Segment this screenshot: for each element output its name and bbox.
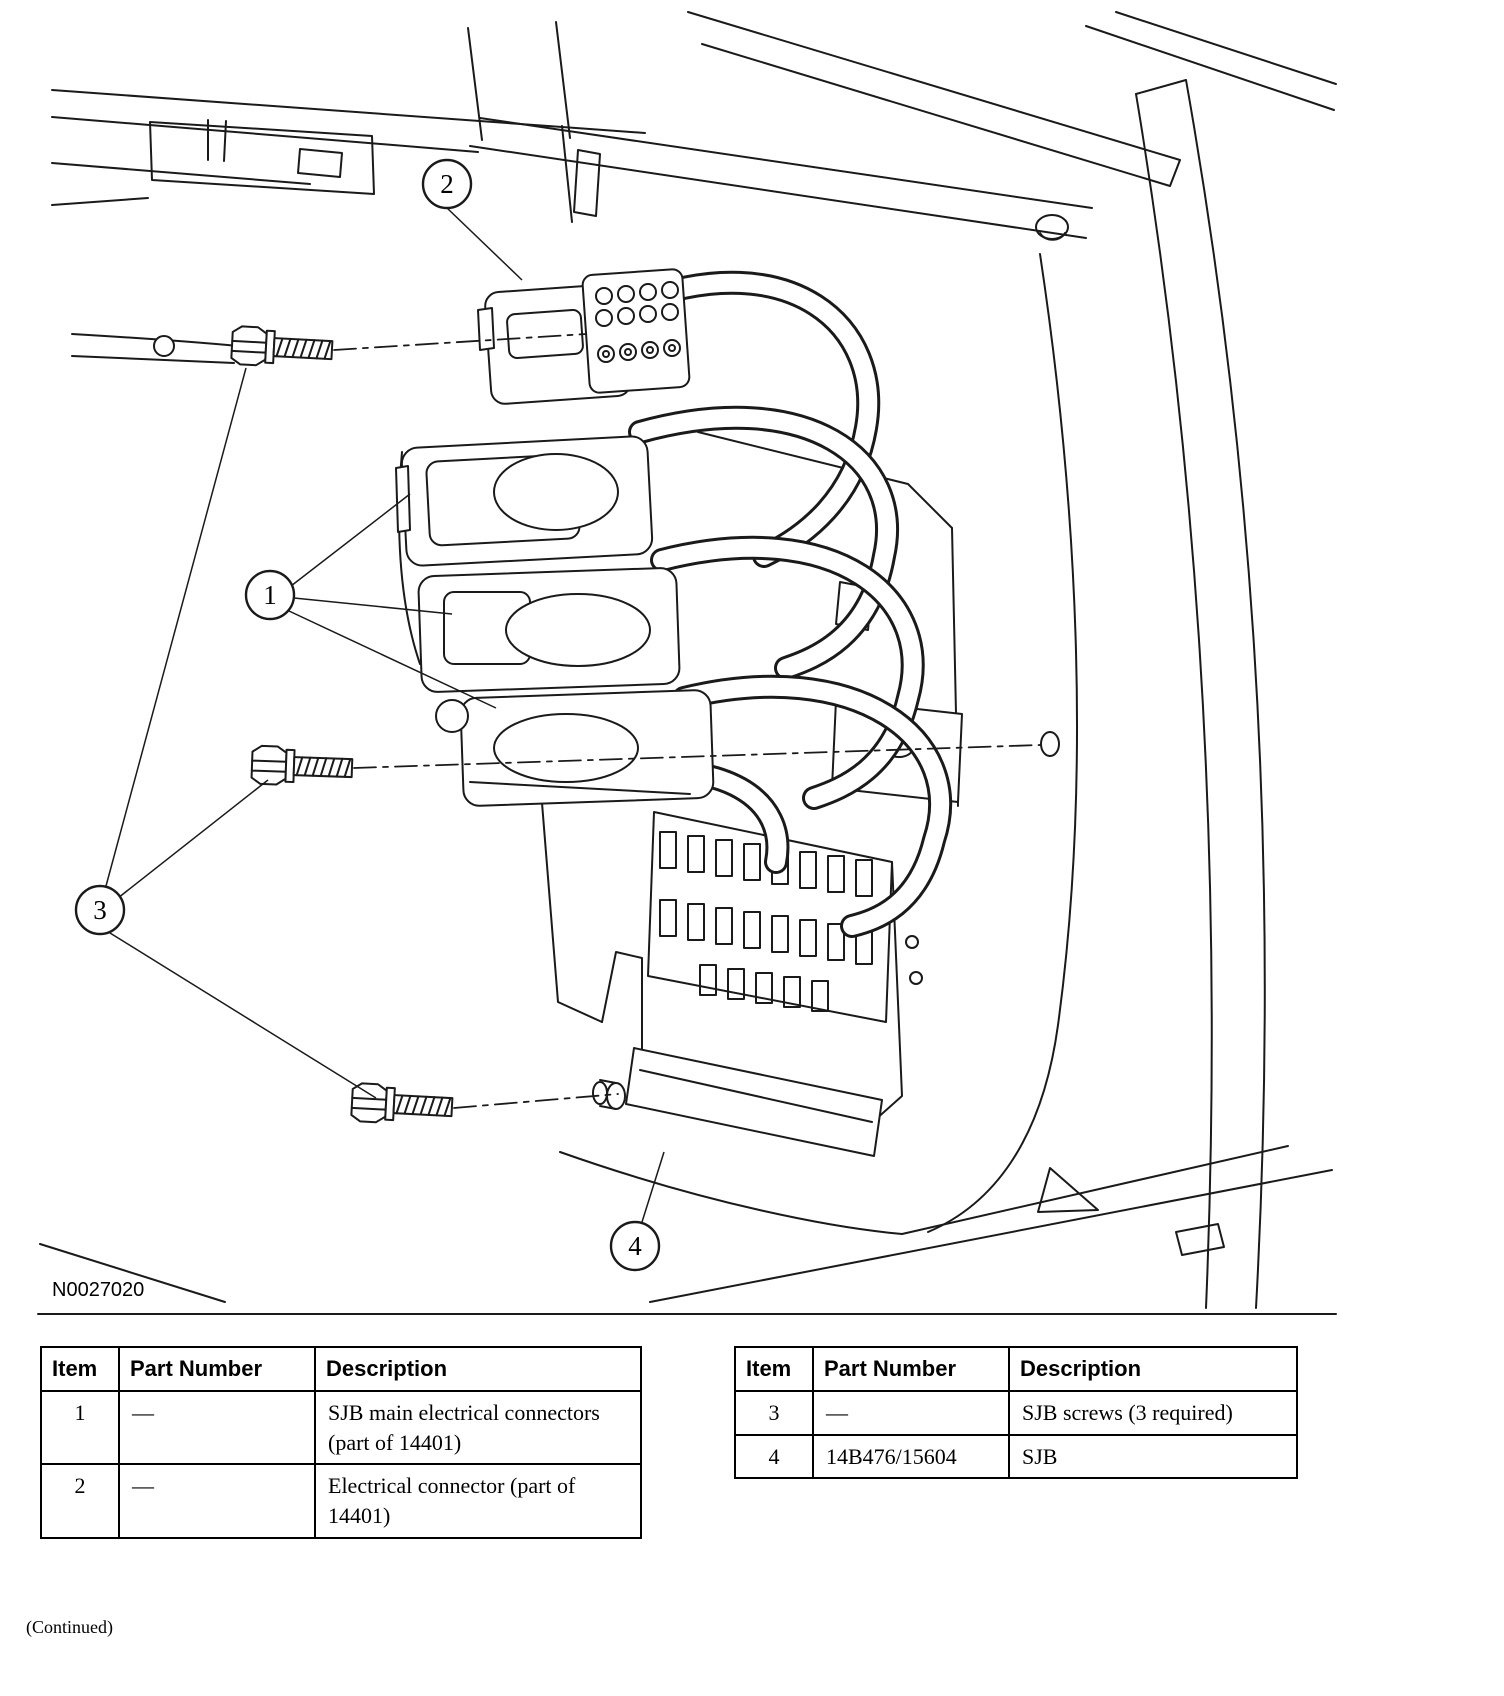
cell-item: 4 xyxy=(734,1433,814,1480)
sjb-main-connectors-drawing xyxy=(395,435,715,807)
table-header-row: Item Part Number Description xyxy=(40,1346,642,1392)
table-row-item-3: 3 — SJB screws (3 required) xyxy=(734,1390,1298,1436)
cell-item: 1 xyxy=(40,1389,120,1466)
figure-id-label: N0027020 xyxy=(52,1279,144,1301)
cell-description: SJB xyxy=(1008,1433,1298,1480)
sjb-diagram: 1 2 3 4 N0027020 xyxy=(37,11,1337,1315)
header-description: Description xyxy=(314,1346,642,1392)
cell-description: SJB main electrical connectors (part of … xyxy=(314,1389,642,1466)
cell-item: 2 xyxy=(40,1463,120,1539)
callout-2-number: 2 xyxy=(440,169,454,199)
callout-2-circle xyxy=(421,158,473,210)
cell-part-number: — xyxy=(812,1390,1010,1436)
table-row-item-2: 2 — Electrical connector (part of 14401) xyxy=(40,1463,642,1539)
callout-leader-lines xyxy=(105,207,665,1223)
callout-3-number: 3 xyxy=(93,895,107,925)
continued-label: (Continued) xyxy=(26,1616,113,1637)
cell-description: Electrical connector (part of 14401) xyxy=(314,1463,642,1539)
parts-tables: Item Part Number Description 1 — SJB mai… xyxy=(40,1346,1504,1539)
cell-part-number: 14B476/15604 xyxy=(812,1433,1010,1480)
cell-description: SJB screws (3 required) xyxy=(1008,1390,1298,1436)
callout-1-circle xyxy=(244,569,296,621)
header-description: Description xyxy=(1008,1346,1298,1392)
table-row-item-4: 4 14B476/15604 SJB xyxy=(734,1433,1298,1480)
sjb-screws-drawing xyxy=(230,324,1041,1128)
header-part-number: Part Number xyxy=(118,1346,316,1392)
sjb-removal-figure: 1 2 3 4 N0027020 xyxy=(37,11,1337,1315)
cell-part-number: — xyxy=(118,1463,316,1539)
table-row-item-1: 1 — SJB main electrical connectors (part… xyxy=(40,1389,642,1466)
table-header-row: Item Part Number Description xyxy=(734,1346,1298,1392)
callout-4-number: 4 xyxy=(628,1231,642,1261)
screw-top-drawing xyxy=(230,324,334,371)
electrical-connector-drawing xyxy=(477,268,691,405)
header-item: Item xyxy=(734,1346,814,1392)
upper-beam-drawing xyxy=(467,11,1181,239)
a-pillar-structure-drawing xyxy=(927,11,1337,1309)
cell-part-number: — xyxy=(118,1389,316,1466)
header-item: Item xyxy=(40,1346,120,1392)
cell-item: 3 xyxy=(734,1390,814,1436)
callout-4-circle xyxy=(609,1220,661,1272)
callout-3-circle xyxy=(74,884,126,936)
parts-table-items-1-2: Item Part Number Description 1 — SJB mai… xyxy=(40,1346,642,1539)
dash-structure-drawing xyxy=(51,89,646,364)
header-part-number: Part Number xyxy=(812,1346,1010,1392)
floor-structure-drawing xyxy=(37,1145,1337,1315)
parts-table-items-3-4: Item Part Number Description 3 — SJB scr… xyxy=(734,1346,1298,1480)
callout-1-number: 1 xyxy=(263,580,277,610)
screw-bottom-drawing xyxy=(350,1081,454,1128)
callout-balloons: 1 2 3 4 xyxy=(74,158,661,1272)
